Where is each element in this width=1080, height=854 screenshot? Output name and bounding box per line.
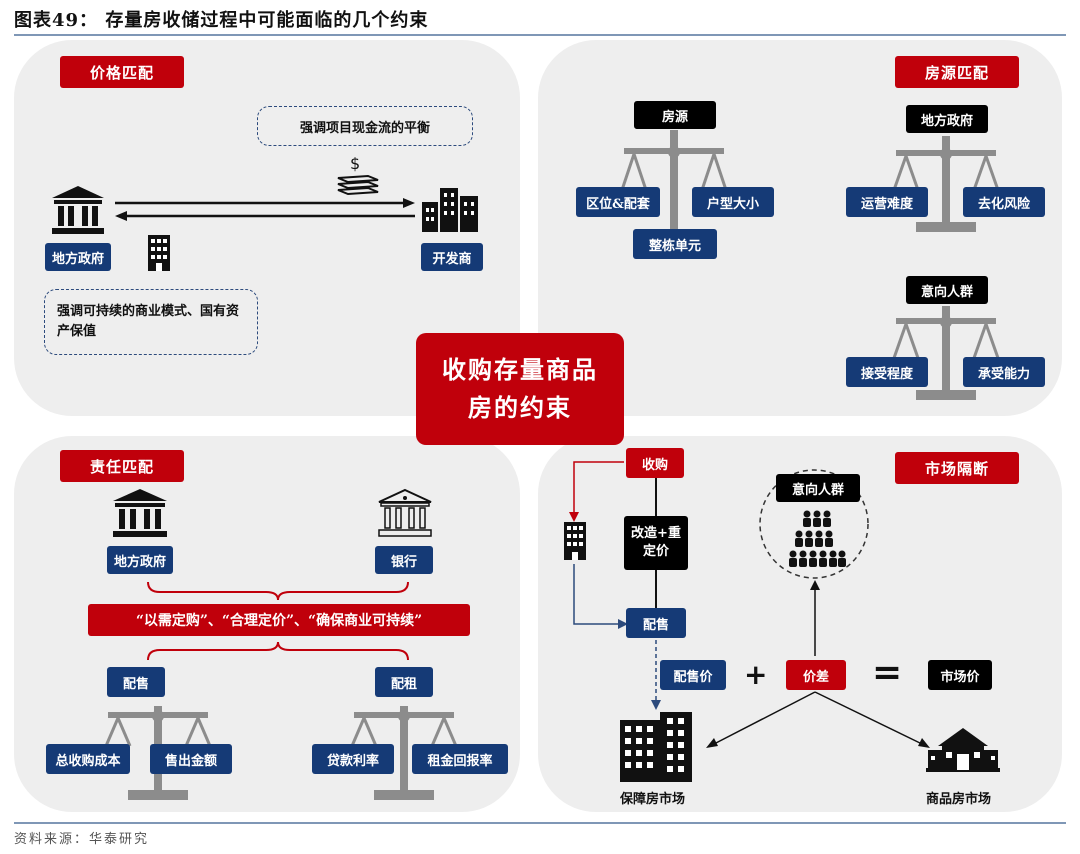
- center-label-line1: 收购存量商品: [442, 355, 598, 384]
- right-market-label: 商品房市场: [926, 792, 992, 807]
- market-renovate: 改造+重定价: [624, 516, 688, 570]
- market-sell: 配售: [626, 608, 686, 638]
- responsibility-left-entity: 地方政府: [107, 546, 173, 574]
- scale-icon-government: [892, 136, 1000, 232]
- equals-sign: =: [872, 652, 903, 693]
- housing-scale1-bottom: 整栋单元: [633, 229, 717, 259]
- center-label-line2: 房的约束: [468, 393, 572, 422]
- housing-header: 房源匹配: [895, 56, 1019, 88]
- price-note-bottom: 强调可持续的商业模式、国有资产保值: [44, 289, 258, 355]
- price-note-top: 强调项目现金流的平衡: [257, 106, 473, 146]
- scale-icon-target-group: [892, 306, 1000, 400]
- price-header: 价格匹配: [60, 56, 184, 88]
- commercial-housing-house-icon: [926, 728, 1000, 772]
- market-target-group: 意向人群: [776, 474, 860, 502]
- responsibility-braces: [147, 581, 409, 661]
- rent-title: 配租: [375, 667, 433, 697]
- rent-right: 租金回报率: [412, 744, 508, 774]
- top-rule: [14, 34, 1066, 36]
- housing-scale3-title: 意向人群: [906, 276, 988, 304]
- scale-icon-rent: [350, 706, 458, 800]
- housing-scale1-right: 户型大小: [692, 187, 774, 217]
- housing-scale2-left: 运营难度: [846, 187, 928, 217]
- market-market-price: 市场价: [928, 660, 992, 690]
- housing-scale2-title: 地方政府: [906, 105, 988, 133]
- source-note: 资料来源：华泰研究: [14, 832, 150, 847]
- market-header: 市场隔断: [895, 452, 1019, 484]
- market-flow-lines: [569, 461, 930, 748]
- responsibility-header: 责任匹配: [60, 450, 184, 482]
- market-spread: 价差: [786, 660, 846, 690]
- cash-stack-icon: $: [337, 154, 379, 196]
- apartment-icon: [148, 235, 170, 271]
- sale-right: 售出金额: [150, 744, 232, 774]
- bottom-rule: [14, 822, 1066, 824]
- svg-text:$: $: [350, 154, 360, 173]
- price-right-label: 开发商: [421, 243, 483, 271]
- government-building-icon: [52, 186, 104, 234]
- bank-building-icon: [378, 488, 432, 537]
- city-buildings-icon: [422, 188, 478, 232]
- housing-scale3-left: 接受程度: [846, 357, 928, 387]
- housing-scale3-right: 承受能力: [963, 357, 1045, 387]
- market-acquire: 收购: [626, 448, 684, 478]
- responsibility-principle: “以需定购”、“合理定价”、“确保商业可持续”: [88, 604, 470, 636]
- scale-icon-housing: [620, 130, 728, 240]
- market-sale-price: 配售价: [660, 660, 726, 690]
- responsibility-right-entity: 银行: [375, 546, 433, 574]
- apartment-icon: [564, 522, 586, 560]
- plus-sign: +: [744, 658, 768, 691]
- housing-scale1-title: 房源: [634, 101, 716, 129]
- price-left-label: 地方政府: [45, 243, 111, 271]
- left-market-label: 保障房市场: [620, 792, 686, 807]
- crowd-icon: [789, 510, 846, 567]
- sale-left: 总收购成本: [46, 744, 130, 774]
- price-flow-arrows: [115, 198, 415, 221]
- housing-scale2-right: 去化风险: [963, 187, 1045, 217]
- sale-title: 配售: [107, 667, 165, 697]
- rent-left: 贷款利率: [312, 744, 394, 774]
- center-constraint-box: 收购存量商品 房的约束: [416, 333, 624, 445]
- housing-scale1-left: 区位&配套: [576, 187, 660, 217]
- figure-title: 图表49： 存量房收储过程中可能面临的几个约束: [14, 10, 429, 31]
- government-building-icon: [113, 489, 167, 537]
- affordable-housing-building-icon: [620, 712, 692, 782]
